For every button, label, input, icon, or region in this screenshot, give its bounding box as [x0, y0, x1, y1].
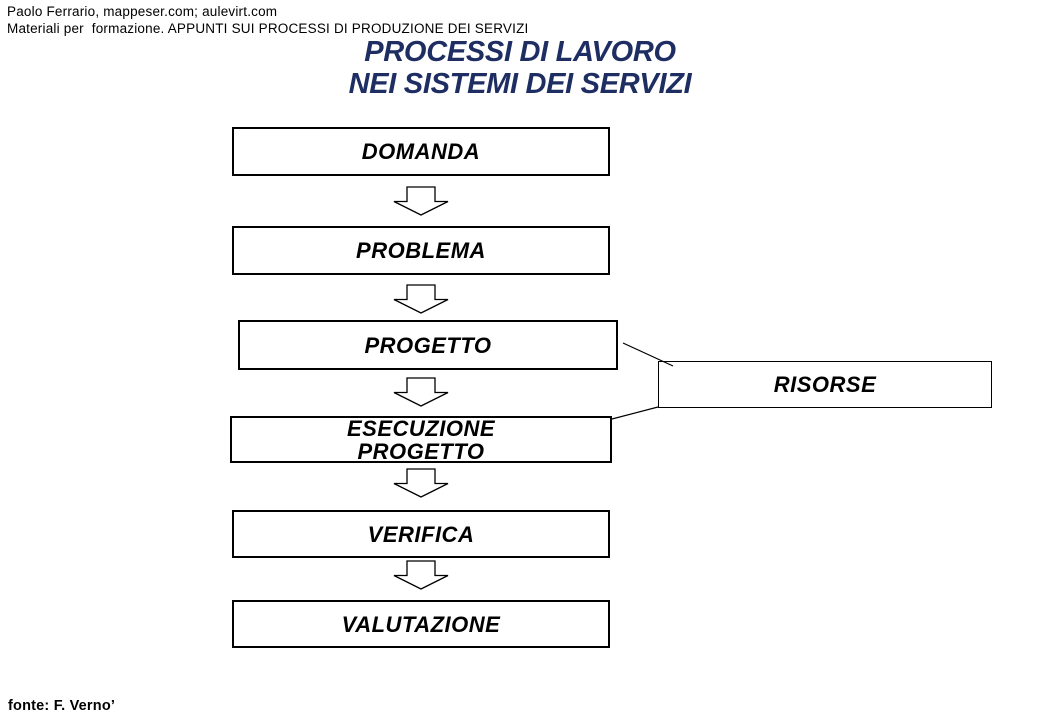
- flow-box-label: ESECUZIONE PROGETTO: [346, 415, 496, 464]
- down-arrow-icon: [393, 377, 449, 407]
- footer-source: fonte: F. Verno’: [8, 698, 116, 714]
- side-box-label: RISORSE: [773, 372, 877, 397]
- flow-box-esecuzione-progetto: ESECUZIONE PROGETTO: [230, 416, 612, 463]
- flow-box-valutazione: VALUTAZIONE: [232, 600, 610, 648]
- down-arrow-icon: [393, 186, 449, 216]
- flow-box-problema: PROBLEMA: [232, 226, 610, 275]
- flow-box-verifica: VERIFICA: [232, 510, 610, 558]
- diagram-title-line2: NEI SISTEMI DEI SERVIZI: [348, 68, 692, 100]
- diagram-title-line1: PROCESSI DI LAVORO: [364, 36, 676, 68]
- flow-box-label: VALUTAZIONE: [341, 611, 501, 637]
- down-arrow-icon: [393, 284, 449, 314]
- flow-box-label: DOMANDA: [361, 139, 481, 164]
- flow-box-label: PROGETTO: [364, 332, 492, 358]
- flow-box-domanda: DOMANDA: [232, 127, 610, 176]
- header-attribution: Paolo Ferrario, mappeser.com; aulevirt.c…: [7, 4, 278, 19]
- flow-box-label: PROBLEMA: [356, 238, 486, 263]
- flow-box-progetto: PROGETTO: [238, 320, 618, 370]
- flow-box-label: VERIFICA: [367, 521, 475, 547]
- connector-lines: [611, 342, 674, 420]
- down-arrow-icon: [393, 468, 449, 498]
- header-subtitle: Materiali per formazione. APPUNTI SUI PR…: [7, 21, 529, 36]
- diagram-title: PROCESSI DI LAVORO NEI SISTEMI DEI SERVI…: [0, 36, 1040, 100]
- down-arrow-icon: [393, 560, 449, 590]
- side-box-risorse: RISORSE: [658, 361, 992, 408]
